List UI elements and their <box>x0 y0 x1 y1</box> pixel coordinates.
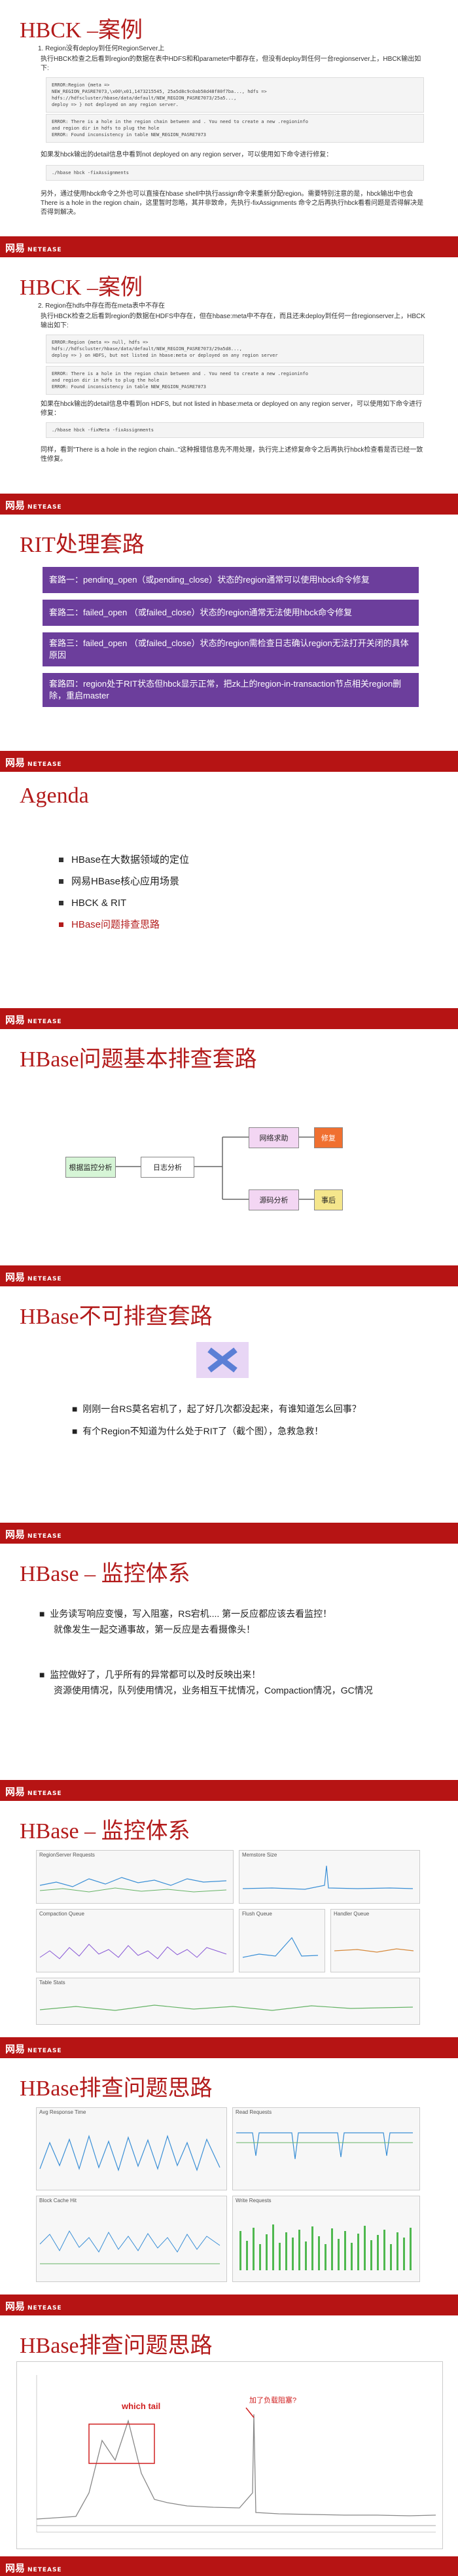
dashboard-panel: RegionServer Requests <box>36 1850 234 1904</box>
slide-monitoring: HBase – 监控体系 ■ 业务读写响应变慢，写入阻塞，RS宕机.... 第一… <box>0 1544 458 1801</box>
bad-example: ■ 有个Region不知道为什么处于RIT了（截个图），急救急救！ <box>72 1426 324 1436</box>
node-event: 事后 <box>314 1189 343 1210</box>
hbck-output: ERROR:Region {meta => NEW_REGION_PASRE70… <box>46 77 424 113</box>
agenda-item: HBase在大数据领域的定位 <box>59 849 189 871</box>
slide-title: HBase – 监控体系 <box>20 1819 190 1843</box>
rit-rule-3: 套路三：failed_open （或failed_close）状态的region… <box>43 632 419 666</box>
monitoring-points: ■ 业务读写响应变慢，写入阻塞，RS宕机.... 第一反应都应该去看监控！ 就像… <box>39 1606 432 1698</box>
slide-title: HBase排查问题思路 <box>20 2334 213 2358</box>
hbck-output: ERROR:Region {meta => null, hdfs => hdfs… <box>46 335 424 363</box>
dashboard-panel: Table Stats <box>36 1978 420 2025</box>
fix-description: 如果在hbck输出的detail信息中看到on HDFS, but not li… <box>41 401 422 417</box>
rit-rule-1: 套路一：pending_open（或pending_close）状态的regio… <box>43 567 419 593</box>
slide-rit-handling: RIT处理套路 套路一：pending_open（或pending_close）… <box>0 515 458 772</box>
annotation-blocking: 加了负载阻塞? <box>249 2397 297 2404</box>
case-note: 同样，看到"There is a hole in the region chai… <box>41 446 423 463</box>
slide-title: HBase不可排查套路 <box>20 1305 213 1329</box>
bad-example-list: ■ 刚刚一台RS莫名宕机了，起了好几次都没起来，有谁知道怎么回事？ ■ 有个Re… <box>72 1401 361 1439</box>
agenda-item-active: HBase问题排查思路 <box>59 914 189 935</box>
slide-title: Agenda <box>20 784 89 808</box>
case-description: 执行HBCK检查之后看到region的数据在表中HDFS和和parameter中… <box>41 56 421 72</box>
slide-troubleshoot-thinking-1: HBase排查问题思路 Avg Response Time Read Reque… <box>0 2058 458 2315</box>
monitoring-sub: 资源使用情况，队列使用情况，业务相互干扰情况，Compaction情况，GC情况 <box>54 1685 373 1696</box>
hbck-output-2: ERROR: There is a hole in the region cha… <box>46 366 424 395</box>
rit-rule-4: 套路四：region处于RIT状态但hbck显示正常，把zk上的region-i… <box>43 673 419 707</box>
agenda-list: HBase在大数据领域的定位 网易HBase核心应用场景 HBCK & RIT … <box>59 849 189 935</box>
slide-hbck-case-2: HBCK –案例 2. Region在hdfs中存在而在meta表中不存在 执行… <box>0 257 458 515</box>
slide-title: HBCK –案例 <box>20 18 143 43</box>
slide-hbck-case-1: HBCK –案例 1. Region没有deploy到任何RegionServe… <box>0 0 458 257</box>
cross-icon <box>196 1342 249 1378</box>
annotation-tail: which tail <box>122 2401 161 2411</box>
node-ask: 网络求助 <box>249 1127 299 1148</box>
dashboard-panel: Memstore Size <box>239 1850 420 1904</box>
metric-panel: Avg Response Time <box>36 2107 227 2190</box>
node-source: 源码分析 <box>249 1189 299 1210</box>
slide-bad-troubleshoot: HBase不可排查套路 ■ 刚刚一台RS莫名宕机了，起了好几次都没起来，有谁知道… <box>0 1286 458 1544</box>
dashboard-panel: Flush Queue <box>239 1909 325 1972</box>
monitoring-sub: 就像发生一起交通事故，第一反应是去看摄像头！ <box>54 1624 255 1635</box>
slide-title: HBCK –案例 <box>20 276 143 300</box>
metric-panel: Read Requests <box>232 2107 420 2190</box>
latency-chart-panel: which tail 加了负载阻塞? <box>16 2361 443 2549</box>
slide-agenda: Agenda HBase在大数据领域的定位 网易HBase核心应用场景 HBCK… <box>0 772 458 1029</box>
node-monitor: 根据监控分析 <box>65 1157 116 1178</box>
fix-description: 如果发hbck输出的detail信息中看到not deployed on any… <box>41 151 333 158</box>
dashboard-panel: Handler Queue <box>330 1909 420 1972</box>
agenda-item: HBCK & RIT <box>59 892 189 914</box>
hbck-output-2: ERROR: There is a hole in the region cha… <box>46 114 424 143</box>
slide-monitoring-dashboard: HBase – 监控体系 RegionServer Requests Memst… <box>0 1801 458 2058</box>
flow-connectors <box>114 1136 314 1200</box>
slide-title: RIT处理套路 <box>20 533 145 557</box>
monitoring-point: ■ 监控做好了，几乎所有的异常都可以及时反映出来！ <box>39 1669 261 1680</box>
fix-command: ./hbase hbck -fixMeta -fixAssignments <box>46 422 424 438</box>
rit-rule-2: 套路二：failed_open （或failed_close）状态的region… <box>43 600 419 626</box>
case-step: 1. Region没有deploy到任何RegionServer上 <box>38 45 165 52</box>
case-note: 另外，通过使用hbck命令之外也可以直接在hbase shell中执行assig… <box>41 190 424 216</box>
slide-troubleshoot-flow: HBase问题基本排查套路 根据监控分析 日志分析 网络求助 源码分析 修复 事… <box>0 1029 458 1286</box>
fix-command: ./hbase hbck -fixAssignments <box>46 165 424 181</box>
case-description: 执行HBCK检查之后看到region的数据在HDFS中存在，但在hbase:me… <box>41 313 425 329</box>
slide-title: HBase排查问题思路 <box>20 2077 213 2101</box>
agenda-item: 网易HBase核心应用场景 <box>59 871 189 892</box>
dashboard-panel: Compaction Queue <box>36 1909 234 1972</box>
bad-example: ■ 刚刚一台RS莫名宕机了，起了好几次都没起来，有谁知道怎么回事？ <box>72 1404 361 1414</box>
node-log: 日志分析 <box>141 1157 194 1178</box>
slide-title: HBase问题基本排查套路 <box>20 1047 257 1072</box>
metric-panel: Write Requests <box>232 2196 420 2282</box>
slide-title: HBase – 监控体系 <box>20 1562 190 1586</box>
node-fix: 修复 <box>314 1127 343 1148</box>
case-step: 2. Region在hdfs中存在而在meta表中不存在 <box>38 302 165 310</box>
metric-panel: Block Cache Hit <box>36 2196 227 2282</box>
monitoring-point: ■ 业务读写响应变慢，写入阻塞，RS宕机.... 第一反应都应该去看监控！ <box>39 1608 332 1619</box>
